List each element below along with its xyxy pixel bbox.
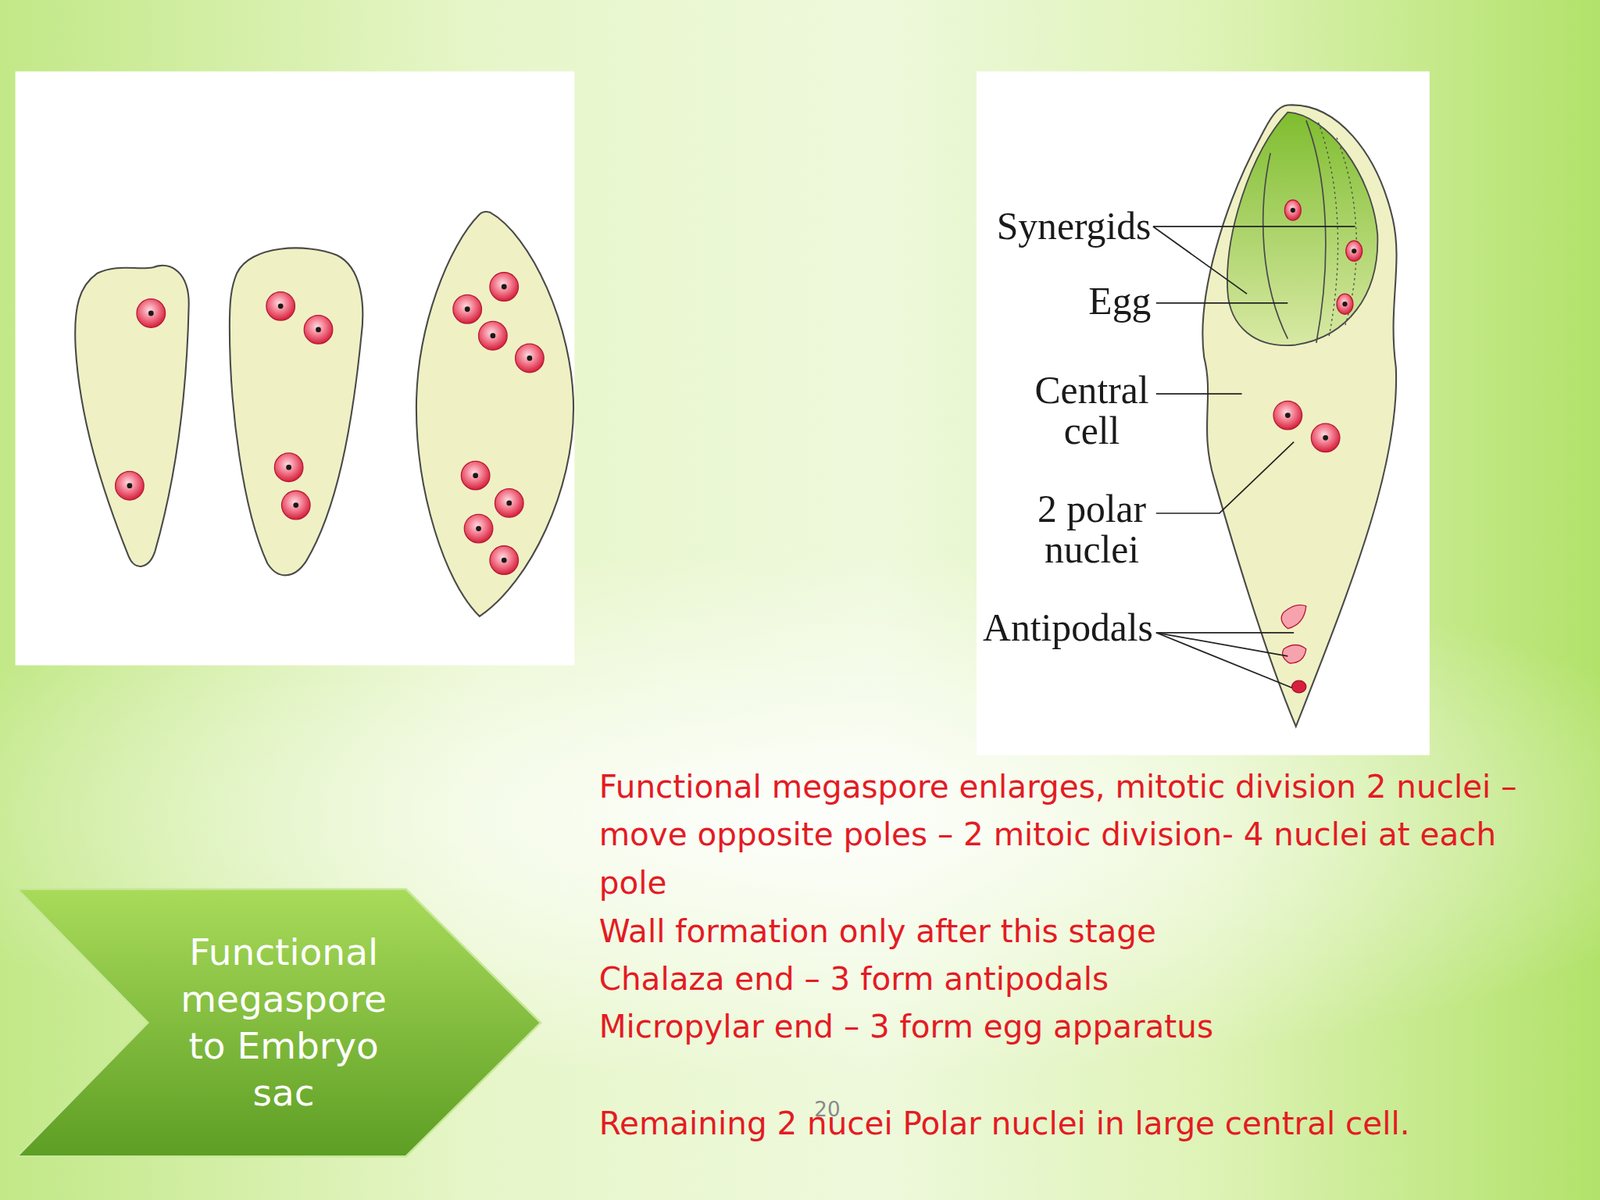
chevron-text-area: Functional megaspore to Embryo sac (160, 889, 406, 1157)
chevron-shape (17, 889, 541, 1157)
part-label: Synergids (939, 206, 1152, 247)
developing-sacs (75, 211, 574, 617)
chevron-box: Functional megaspore to Embryo sac (17, 889, 541, 1157)
chevron-outline (17, 889, 541, 1157)
part-label: Central cell (1010, 370, 1174, 453)
part-label: 2 polar nuclei (1010, 489, 1174, 572)
box-label: Functional megaspore to Embryo sac (160, 928, 406, 1117)
note-text: Wall formation only after this stage (599, 907, 1539, 956)
note-text: Functional megaspore enlarges, mitotic d… (599, 763, 1539, 908)
note-text: Micropylar end – 3 form egg apparatus (599, 1003, 1539, 1051)
right-panel (976, 71, 1430, 755)
leader-lines (1153, 226, 1356, 688)
page-number: 20 (814, 1097, 845, 1122)
note-text: Remaining 2 nucei Polar nuclei in large … (599, 1100, 1559, 1148)
note-text: Chalaza end – 3 form antipodals (599, 955, 1539, 1004)
part-label: Egg (1020, 281, 1151, 322)
left-panel (15, 71, 575, 665)
nuclei (115, 272, 545, 575)
nucleoli (126, 284, 533, 564)
part-label: Antipodals (939, 607, 1154, 649)
